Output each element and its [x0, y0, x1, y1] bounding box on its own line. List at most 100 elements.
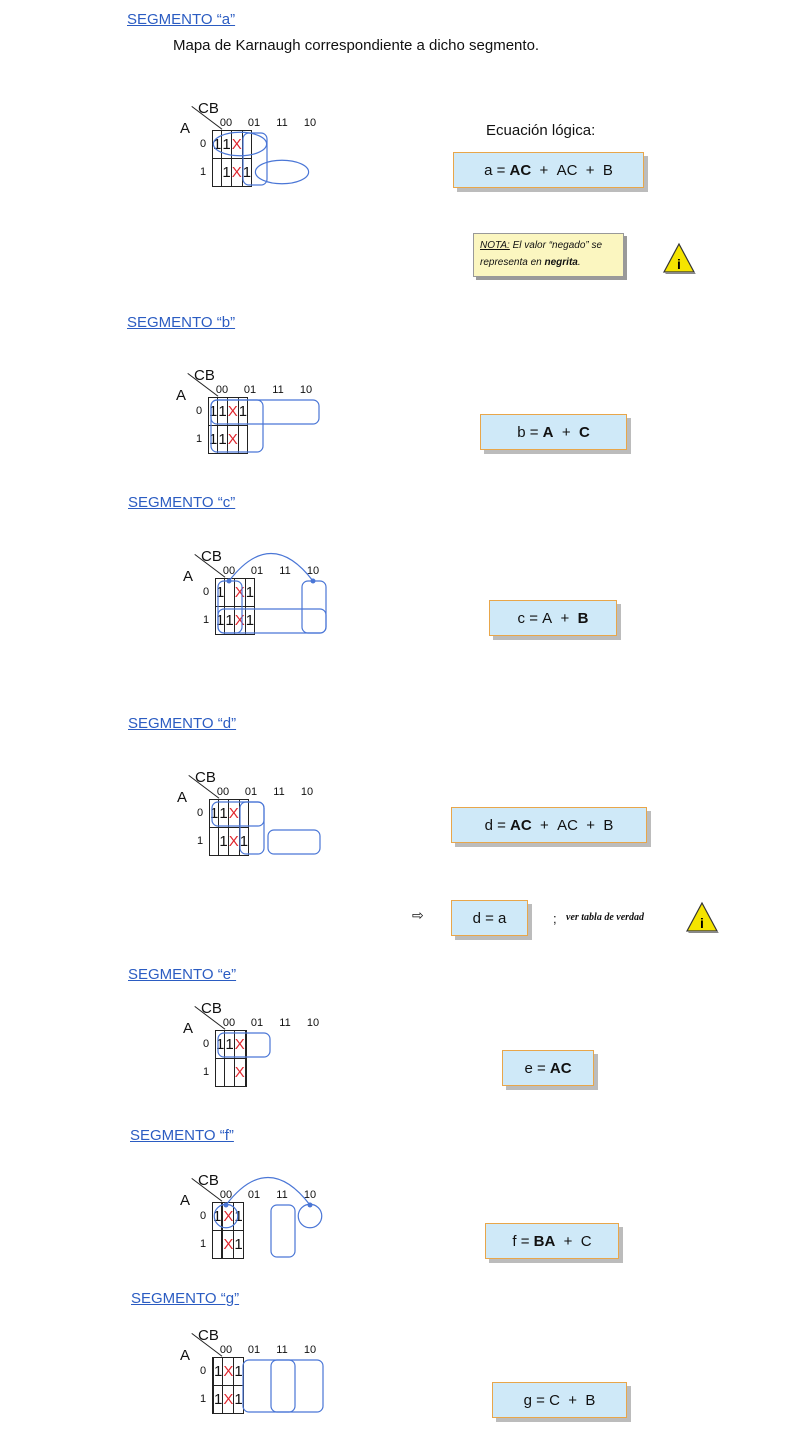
kmap-cb-label: CB [201, 1000, 222, 1017]
kmap-col-header: 10 [303, 1344, 317, 1356]
kmap-cell: X [233, 1030, 246, 1059]
kmap-cell: 1 [233, 1357, 244, 1386]
equation-d-alt-box: d = a [451, 900, 528, 936]
kmap-col-header: 00 [219, 1344, 233, 1356]
kmap-cell: X [233, 606, 246, 635]
kmap-col-header: 00 [216, 786, 230, 798]
svg-text:i: i [677, 256, 681, 272]
kmap-cell [208, 827, 220, 856]
kmap-group [301, 580, 327, 634]
kmap-cb-label: CB [194, 367, 215, 384]
eq-lhs: d [484, 816, 493, 834]
eq-term: a [498, 909, 507, 927]
kmap-cell [241, 130, 253, 159]
kmap-group [242, 1359, 296, 1413]
kmap-group [297, 1203, 323, 1229]
kmap-a-label: A [177, 789, 188, 806]
kmap-cell [224, 578, 235, 607]
kmap-cell: 1 [238, 827, 250, 856]
eq-term: C [578, 423, 590, 441]
info-warning-icon: i [662, 242, 696, 274]
kmap-cell: X [226, 425, 239, 454]
kmap-row-header: 0 [203, 586, 210, 598]
kmap-cell: X [230, 158, 243, 187]
kmap-col-header: 00 [219, 117, 233, 129]
kmap-col-header: 11 [276, 117, 288, 129]
kmap-row-header: 1 [203, 1066, 210, 1078]
eq-term: AC [556, 161, 578, 179]
kmap-group [270, 1204, 296, 1258]
kmap-row-header: 1 [203, 614, 210, 626]
kmap-cell: 1 [211, 130, 223, 159]
kmap-cb-label: CB [198, 1172, 219, 1189]
semicolon: ; [553, 911, 557, 926]
segment-g-title[interactable]: SEGMENTO “g” [131, 1290, 240, 1307]
kmap-a-label: A [183, 568, 194, 585]
kmap-cell: 1 [244, 606, 256, 635]
kmap-cb-label: CB [195, 769, 216, 786]
kmap-row-header: 1 [197, 835, 204, 847]
kmap-col-header: 11 [276, 1344, 288, 1356]
eq-term: BA [533, 1232, 556, 1250]
kmap-col-header: 10 [303, 117, 317, 129]
kmap-cell: X [226, 397, 239, 426]
segment-c-title[interactable]: SEGMENTO “c” [128, 494, 236, 511]
kmap-cell [211, 1230, 223, 1259]
kmap-a-label: A [176, 387, 187, 404]
kmap-col-header: 01 [247, 117, 261, 129]
eq-term: A [542, 609, 553, 627]
kmap-col-header: 11 [279, 1017, 291, 1029]
equation-c-box: c = A + B [489, 600, 617, 636]
kmap-col-header: 00 [222, 565, 236, 577]
kmap-cell [237, 425, 249, 454]
segment-d-title[interactable]: SEGMENTO “d” [128, 715, 237, 732]
kmap-cell: X [233, 578, 246, 607]
eq-term: AC [549, 1059, 572, 1077]
kmap-col-header: 01 [250, 1017, 264, 1029]
kmap-cell: 1 [214, 1030, 226, 1059]
kmap-row-header: 1 [200, 166, 207, 178]
kmap-col-header: 11 [272, 384, 284, 396]
kmap-cell: 1 [214, 606, 226, 635]
eq-term: AC [510, 816, 532, 834]
kmap-cb-label: CB [201, 548, 222, 565]
kmap-col-header: 01 [243, 384, 257, 396]
kmap-col-header: 00 [222, 1017, 236, 1029]
eq-lhs: g [523, 1391, 532, 1409]
kmap-col-header: 01 [247, 1189, 261, 1201]
segment-a-title[interactable]: SEGMENTO “a” [127, 11, 236, 28]
eq-lhs: d [472, 909, 481, 927]
eq-lhs: a [484, 161, 493, 179]
intro-text: Mapa de Karnaugh correspondiente a dicho… [173, 37, 540, 54]
kmap-cell: 1 [212, 1357, 224, 1386]
segment-b-title[interactable]: SEGMENTO “b” [127, 314, 236, 331]
kmap-cell: X [222, 1202, 235, 1231]
segment-e-title[interactable]: SEGMENTO “e” [128, 966, 237, 983]
kmap-cb-label: CB [198, 100, 219, 117]
kmap-cell: X [227, 827, 240, 856]
kmap-cell: X [222, 1230, 235, 1259]
kmap-cell: 1 [217, 397, 228, 426]
equation-b-box: b = A + C [480, 414, 627, 450]
equation-e-box: e = AC [502, 1050, 594, 1086]
equation-a-box: a = AC + AC + B [453, 152, 644, 188]
kmap-col-header: 01 [247, 1344, 261, 1356]
kmap-cell: X [222, 1385, 235, 1414]
kmap-a-label: A [180, 120, 191, 137]
eq-term: B [585, 1391, 596, 1409]
kmap-cell: 1 [207, 425, 219, 454]
kmap-cell: 1 [233, 1385, 244, 1414]
kmap-cell: 1 [221, 130, 232, 159]
kmap-row-header: 0 [200, 1210, 207, 1222]
kmap-col-header: 10 [300, 786, 314, 798]
segment-f-title[interactable]: SEGMENTO “f” [130, 1127, 234, 1144]
kmap-arc-dot [307, 1202, 313, 1208]
eq-term: B [602, 161, 613, 179]
kmap-group [254, 159, 310, 185]
kmap-row-header: 0 [200, 138, 207, 150]
kmap-cell [224, 1058, 235, 1087]
